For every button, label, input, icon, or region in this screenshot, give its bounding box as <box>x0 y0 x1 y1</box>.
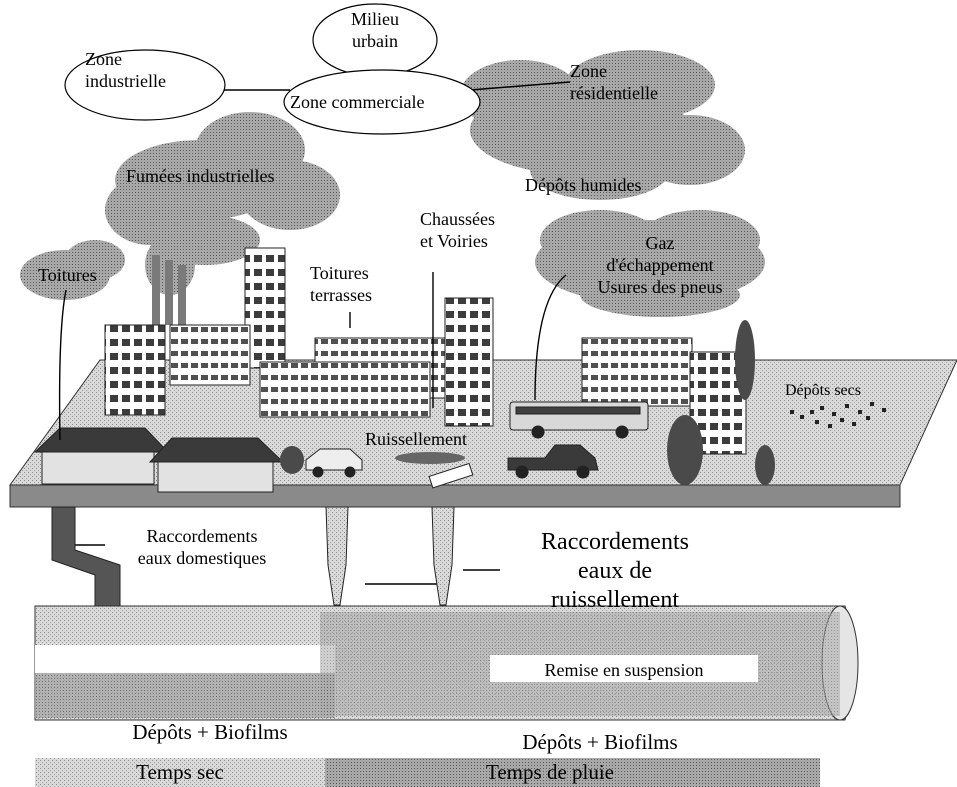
dry-weather-flow <box>35 645 335 673</box>
domestic-connection-pipe <box>51 506 121 608</box>
city-platform-side <box>9 484 901 508</box>
wet-weather-band <box>325 758 820 787</box>
label-depots-biofilms-sec: Dépôts + Biofilms <box>132 720 288 744</box>
label-temps-pluie: Temps de pluie <box>486 760 614 784</box>
label-remise-suspension: Remise en suspension <box>544 660 704 680</box>
label-zone-commerciale: Zone commerciale <box>290 92 425 112</box>
label-depots-humides: Dépôts humides <box>525 175 642 195</box>
smoke-cloud-industrial <box>105 112 340 295</box>
exhaust-cloud <box>535 210 765 317</box>
label-depots-secs: Dépôts secs <box>785 382 861 399</box>
label-toitures-terrasses: Toitures terrasses <box>310 263 372 305</box>
toitures-cloud <box>20 240 125 300</box>
leader-lines <box>58 272 567 585</box>
wet-deposits-cloud <box>460 50 745 200</box>
dry-weather-sediment <box>35 673 335 718</box>
label-milieu-urbain: Milieu urbain <box>351 9 399 51</box>
runoff-puddle <box>395 452 465 464</box>
houses <box>33 427 285 493</box>
runoff-connection-pipe-2 <box>431 506 455 606</box>
label-raccordements-domestiques: Raccordements eaux domestiques <box>137 526 267 568</box>
label-zone-residentielle: Zone résidentielle <box>570 61 658 103</box>
label-ruissellement: Ruissellement <box>365 429 467 449</box>
label-zone-industrielle: Zone industrielle <box>85 49 166 91</box>
label-fumees-industrielles: Fumées industrielles <box>126 166 275 186</box>
label-chaussees-voiries: Chaussées et Voiries <box>420 209 495 251</box>
label-gaz-echappement: Gaz d'échappement Usures des pneus <box>597 233 723 297</box>
ellipse-zone-industrielle <box>64 49 226 121</box>
label-raccordements-ruissellement: Raccordements eaux de ruissellement <box>541 529 689 613</box>
zone-link-line <box>469 81 571 91</box>
chimneys <box>152 255 186 325</box>
label-depots-biofilms-pluie: Dépôts + Biofilms <box>522 730 678 754</box>
resuspension-box <box>490 655 758 682</box>
label-toitures: Toitures <box>38 265 97 285</box>
ellipse-zone-commerciale <box>283 69 481 135</box>
storm-drain-grate <box>428 462 474 489</box>
dry-weather-band <box>35 758 325 787</box>
label-temps-sec: Temps sec <box>136 760 224 784</box>
runoff-connection-pipe-1 <box>325 506 349 606</box>
trees <box>280 320 775 485</box>
vehicles <box>305 401 649 479</box>
dry-deposits-speckle <box>790 402 886 428</box>
